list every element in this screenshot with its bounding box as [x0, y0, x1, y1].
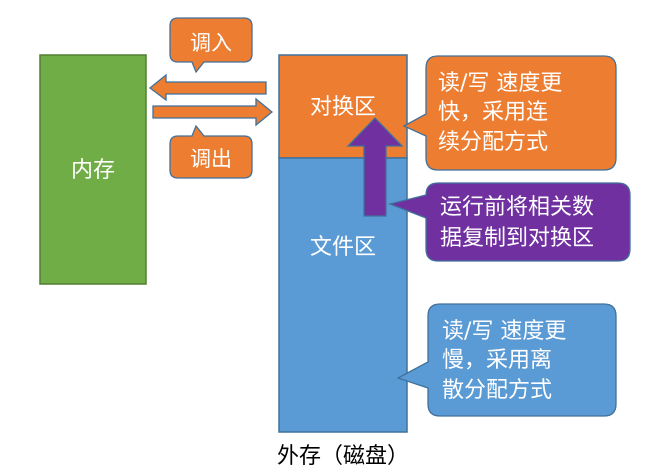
swap-speed-line-1: 读/写 速度更	[438, 71, 562, 96]
swap-speed-line-3: 续分配方式	[438, 130, 548, 155]
file-speed-line-2: 慢，采用离	[442, 348, 552, 373]
swap-area-label: 对换区	[310, 95, 376, 120]
memory-label: 内存	[71, 158, 115, 183]
swap-in-callout	[169, 17, 253, 74]
file-area	[278, 157, 408, 433]
file-speed-line-3: 散分配方式	[442, 378, 552, 403]
swap-speed-callout	[402, 55, 617, 171]
copy-data-callout	[387, 182, 631, 262]
memory-block	[39, 54, 147, 285]
disk-caption: 外存（磁盘）	[277, 444, 409, 469]
swap-in-arrow	[148, 73, 267, 102]
file-speed-callout	[396, 303, 617, 417]
file-area-label: 文件区	[310, 235, 376, 260]
file-speed-line-1: 读/写 速度更	[442, 319, 566, 344]
swap-out-arrow	[152, 97, 274, 127]
swap-in-label: 调入	[190, 31, 232, 55]
swap-speed-line-2: 快，采用连	[438, 100, 548, 125]
copy-data-line-2: 据复制到对换区	[440, 226, 594, 251]
swap-out-callout	[169, 124, 253, 179]
copy-data-line-1: 运行前将相关数	[440, 195, 594, 220]
swap-out-label: 调出	[190, 147, 232, 171]
copy-up-arrow	[346, 117, 404, 217]
